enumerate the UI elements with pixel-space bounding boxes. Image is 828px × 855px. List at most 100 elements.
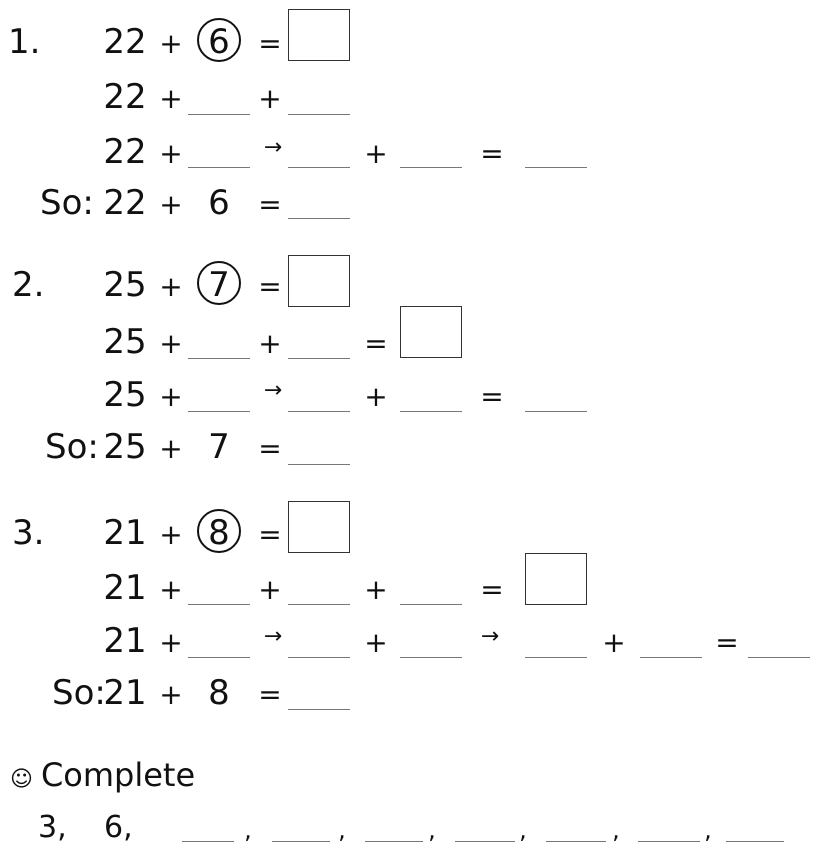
comma: , <box>519 816 527 844</box>
base-number: 25 <box>103 427 147 467</box>
complete-heading: ☺Complete <box>10 755 195 800</box>
answer-box[interactable] <box>288 9 350 61</box>
answer-blank[interactable] <box>188 657 250 658</box>
sequence-blank[interactable] <box>272 841 330 842</box>
base-number: 25 <box>103 322 147 362</box>
answer-blank[interactable] <box>288 464 350 465</box>
plus-sign: + <box>159 327 183 360</box>
answer-blank[interactable] <box>188 604 250 605</box>
plus-sign: + <box>364 573 388 606</box>
circle-highlight <box>197 18 241 62</box>
answer-blank[interactable] <box>525 411 587 412</box>
base-number: 21 <box>103 621 147 661</box>
answer-box[interactable] <box>288 501 350 553</box>
answer-blank[interactable] <box>188 411 250 412</box>
answer-blank[interactable] <box>288 114 350 115</box>
answer-blank[interactable] <box>188 167 250 168</box>
answer-blank[interactable] <box>288 358 350 359</box>
answer-blank[interactable] <box>400 411 462 412</box>
plus-sign: + <box>258 82 282 115</box>
sequence-blank[interactable] <box>726 841 784 842</box>
complete-title: Complete <box>40 756 196 794</box>
answer-blank[interactable] <box>748 657 810 658</box>
answer-blank[interactable] <box>288 604 350 605</box>
comma: , <box>338 816 346 844</box>
plus-sign: + <box>159 678 183 711</box>
equals-sign: = <box>258 27 282 60</box>
equals-sign: = <box>480 380 504 413</box>
comma: , <box>612 816 620 844</box>
plus-sign: + <box>159 137 183 170</box>
arrow-icon: → <box>263 378 283 403</box>
answer-blank[interactable] <box>188 358 250 359</box>
plus-sign: + <box>159 626 183 659</box>
answer-blank[interactable] <box>188 114 250 115</box>
sequence-blank[interactable] <box>365 841 423 842</box>
sequence-blank[interactable] <box>182 841 234 842</box>
answer-box[interactable] <box>400 306 462 358</box>
so-label: So: <box>52 673 106 713</box>
addend: 7 <box>208 427 230 467</box>
answer-blank[interactable] <box>525 167 587 168</box>
plus-sign: + <box>159 27 183 60</box>
answer-blank[interactable] <box>288 411 350 412</box>
circled-addend: 7 <box>208 265 230 305</box>
answer-box[interactable] <box>288 255 350 307</box>
answer-blank[interactable] <box>400 657 462 658</box>
circle-highlight <box>197 261 241 305</box>
equals-sign: = <box>258 678 282 711</box>
base-number: 21 <box>103 673 147 713</box>
so-label: So: <box>40 183 94 223</box>
plus-sign: + <box>159 270 183 303</box>
equals-sign: = <box>258 432 282 465</box>
answer-blank[interactable] <box>288 657 350 658</box>
plus-sign: + <box>258 573 282 606</box>
plus-sign: + <box>159 82 183 115</box>
circled-addend: 6 <box>208 22 230 62</box>
arrow-icon: → <box>263 624 283 649</box>
answer-blank[interactable] <box>288 167 350 168</box>
equals-sign: = <box>364 327 388 360</box>
arrow-icon: → <box>480 624 500 649</box>
base-number: 21 <box>103 568 147 608</box>
sequence-blank[interactable] <box>546 841 606 842</box>
problem-number: 1. <box>8 22 41 62</box>
comma: , <box>244 816 252 844</box>
equals-sign: = <box>258 518 282 551</box>
plus-sign: + <box>159 573 183 606</box>
plus-sign: + <box>159 432 183 465</box>
circle-highlight <box>197 509 241 553</box>
equals-sign: = <box>480 573 504 606</box>
base-number: 22 <box>103 132 147 172</box>
circled-addend: 8 <box>208 513 230 553</box>
base-number: 25 <box>103 265 147 305</box>
sequence-number: 6, <box>104 810 133 845</box>
addend: 8 <box>208 673 230 713</box>
answer-blank[interactable] <box>288 218 350 219</box>
plus-sign: + <box>159 380 183 413</box>
arrow-icon: → <box>263 135 283 160</box>
sequence-number: 3, <box>38 810 67 845</box>
equals-sign: = <box>715 626 739 659</box>
problem-number: 3. <box>12 513 45 553</box>
plus-sign: + <box>602 626 626 659</box>
equals-sign: = <box>258 270 282 303</box>
answer-blank[interactable] <box>400 604 462 605</box>
comma: , <box>428 816 436 844</box>
plus-sign: + <box>159 188 183 221</box>
equals-sign: = <box>258 188 282 221</box>
answer-blank[interactable] <box>525 657 587 658</box>
sequence-blank[interactable] <box>638 841 700 842</box>
problem-number: 2. <box>12 265 45 305</box>
answer-blank[interactable] <box>400 167 462 168</box>
answer-box[interactable] <box>525 553 587 605</box>
sequence-blank[interactable] <box>455 841 515 842</box>
plus-sign: + <box>364 380 388 413</box>
plus-sign: + <box>364 137 388 170</box>
answer-blank[interactable] <box>288 709 350 710</box>
answer-blank[interactable] <box>640 657 702 658</box>
base-number: 22 <box>103 183 147 223</box>
base-number: 25 <box>103 375 147 415</box>
base-number: 22 <box>103 22 147 62</box>
comma: , <box>704 816 712 844</box>
